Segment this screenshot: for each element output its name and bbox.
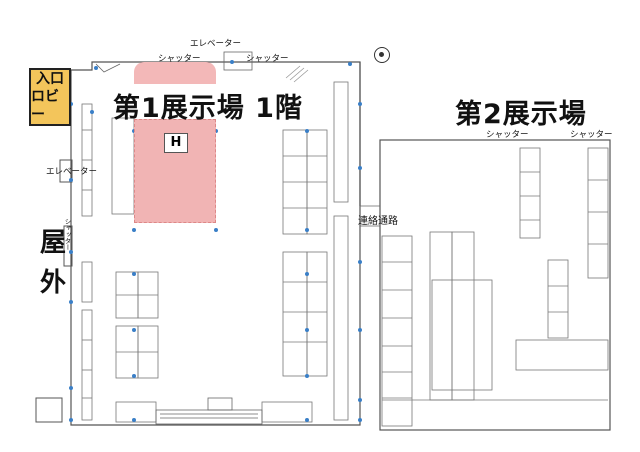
hall2-shutter-left-label: シャッター (486, 130, 529, 140)
hall1-elevator-top-label: エレベーター (190, 39, 242, 49)
column-dot (132, 228, 136, 232)
column-dot (305, 129, 309, 133)
entrance-lobby-line2: ロビー (31, 89, 59, 123)
hall1-shutter-left-label: シャッター (63, 218, 71, 251)
connecting-passage-label: 連絡通路 (358, 216, 398, 227)
column-dot (214, 228, 218, 232)
column-dot (230, 60, 234, 64)
column-dot (94, 66, 98, 70)
hall1-stage (155, 397, 263, 425)
column-dot (132, 374, 136, 378)
connecting-passage-lines (360, 205, 380, 227)
column-dot (69, 418, 73, 422)
column-dot (358, 102, 362, 106)
column-dot (358, 398, 362, 402)
column-dot (132, 328, 136, 332)
column-dot (305, 228, 309, 232)
outdoor-label-2: 外 (40, 268, 67, 298)
column-dot (358, 166, 362, 170)
column-dot (69, 386, 73, 390)
outdoor-structure (35, 397, 63, 423)
hall2-booths (381, 147, 609, 427)
hall1-title: 第1展示場 1階 (113, 93, 303, 124)
hall2-title: 第2展示場 (455, 99, 587, 130)
column-dot (69, 300, 73, 304)
compass-icon (374, 47, 390, 63)
column-dot (69, 178, 73, 182)
column-dot (358, 328, 362, 332)
column-dot (132, 272, 136, 276)
hall2-walls (379, 139, 611, 431)
hall1-left-notches (59, 159, 73, 267)
hall1-shutter-top-left-label: シャッター (158, 54, 201, 64)
column-dot (358, 260, 362, 264)
hall1-walls (70, 61, 361, 426)
column-dot (305, 418, 309, 422)
column-dot (305, 374, 309, 378)
hall1-elevator-left-label: エレベーター (46, 167, 98, 177)
column-dot (358, 418, 362, 422)
outdoor-label-1: 屋 (40, 228, 67, 258)
hall1-shutter-top-right-label: シャッター (246, 54, 289, 64)
column-dot (132, 418, 136, 422)
hall2-shutter-right-label: シャッター (570, 130, 613, 140)
column-dot (305, 328, 309, 332)
entrance-lobby[interactable]: 入口 ロビー (29, 68, 71, 126)
column-dot (348, 62, 352, 66)
hall1-booths (81, 81, 349, 423)
entrance-lobby-line1: 入口 (36, 71, 64, 87)
column-dot (90, 110, 94, 114)
helipad-mark: H (164, 133, 188, 153)
helipad-top-area (134, 62, 216, 84)
column-dot (69, 250, 73, 254)
column-dot (305, 272, 309, 276)
